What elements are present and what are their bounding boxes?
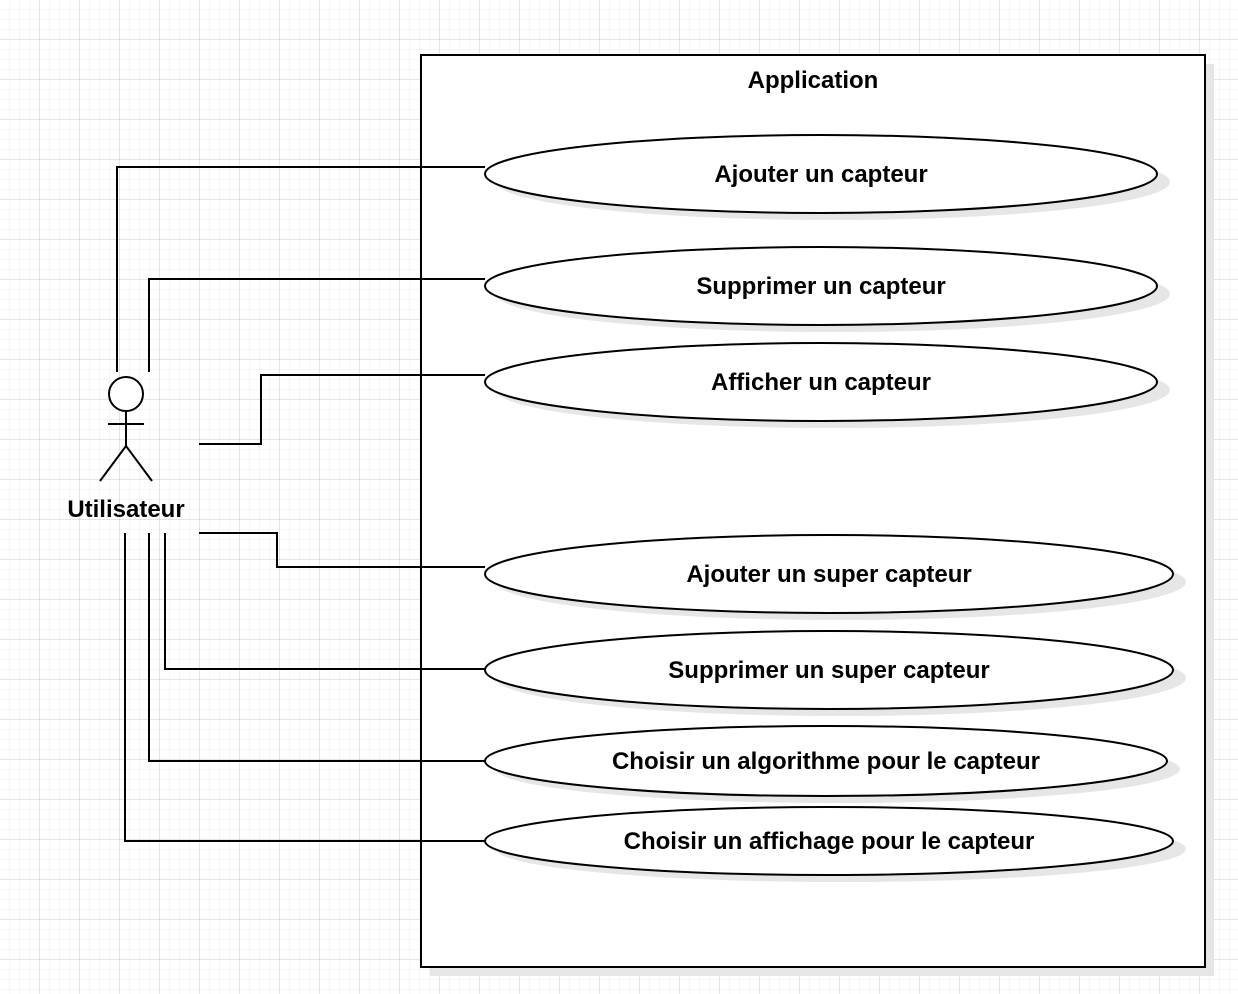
system-title: Application bbox=[748, 67, 879, 94]
association-line[interactable] bbox=[148, 278, 485, 372]
association-line[interactable] bbox=[199, 532, 485, 568]
use-case-label: Supprimer un super capteur bbox=[668, 657, 989, 684]
use-case-choisir-algorithme[interactable]: Choisir un algorithme pour le capteur bbox=[484, 725, 1180, 803]
use-case-supprimer-super-capteur[interactable]: Supprimer un super capteur bbox=[484, 630, 1186, 716]
use-case-label: Choisir un affichage pour le capteur bbox=[624, 828, 1035, 855]
use-case-ellipse bbox=[484, 342, 1158, 422]
association-line[interactable] bbox=[116, 166, 485, 372]
use-case-ellipse bbox=[484, 630, 1174, 710]
use-case-ellipse bbox=[484, 725, 1168, 797]
use-case-label: Supprimer un capteur bbox=[696, 273, 945, 300]
use-case-supprimer-capteur[interactable]: Supprimer un capteur bbox=[484, 246, 1170, 332]
use-case-label: Choisir un algorithme pour le capteur bbox=[612, 748, 1040, 775]
actor-name: Utilisateur bbox=[67, 496, 184, 523]
association-line[interactable] bbox=[199, 374, 485, 445]
use-case-label: Afficher un capteur bbox=[711, 369, 931, 396]
use-case-ellipse bbox=[484, 246, 1158, 326]
associations bbox=[116, 166, 485, 842]
use-case-choisir-affichage[interactable]: Choisir un affichage pour le capteur bbox=[484, 806, 1186, 882]
use-case-ellipse bbox=[484, 534, 1174, 614]
actor-utilisateur[interactable]: Utilisateur bbox=[67, 376, 185, 523]
association-line[interactable] bbox=[164, 533, 485, 670]
use-case-label: Ajouter un super capteur bbox=[686, 561, 971, 588]
association-line[interactable] bbox=[124, 533, 485, 842]
use-case-ajouter-super-capteur[interactable]: Ajouter un super capteur bbox=[484, 534, 1186, 620]
use-case-label: Ajouter un capteur bbox=[714, 161, 927, 188]
use-case-afficher-capteur[interactable]: Afficher un capteur bbox=[484, 342, 1170, 428]
use-case-ellipse bbox=[484, 806, 1174, 876]
use-case-ajouter-capteur[interactable]: Ajouter un capteur bbox=[484, 134, 1170, 220]
use-case-ellipse bbox=[484, 134, 1158, 214]
association-line[interactable] bbox=[148, 533, 485, 762]
stick-figure-icon bbox=[99, 376, 153, 482]
